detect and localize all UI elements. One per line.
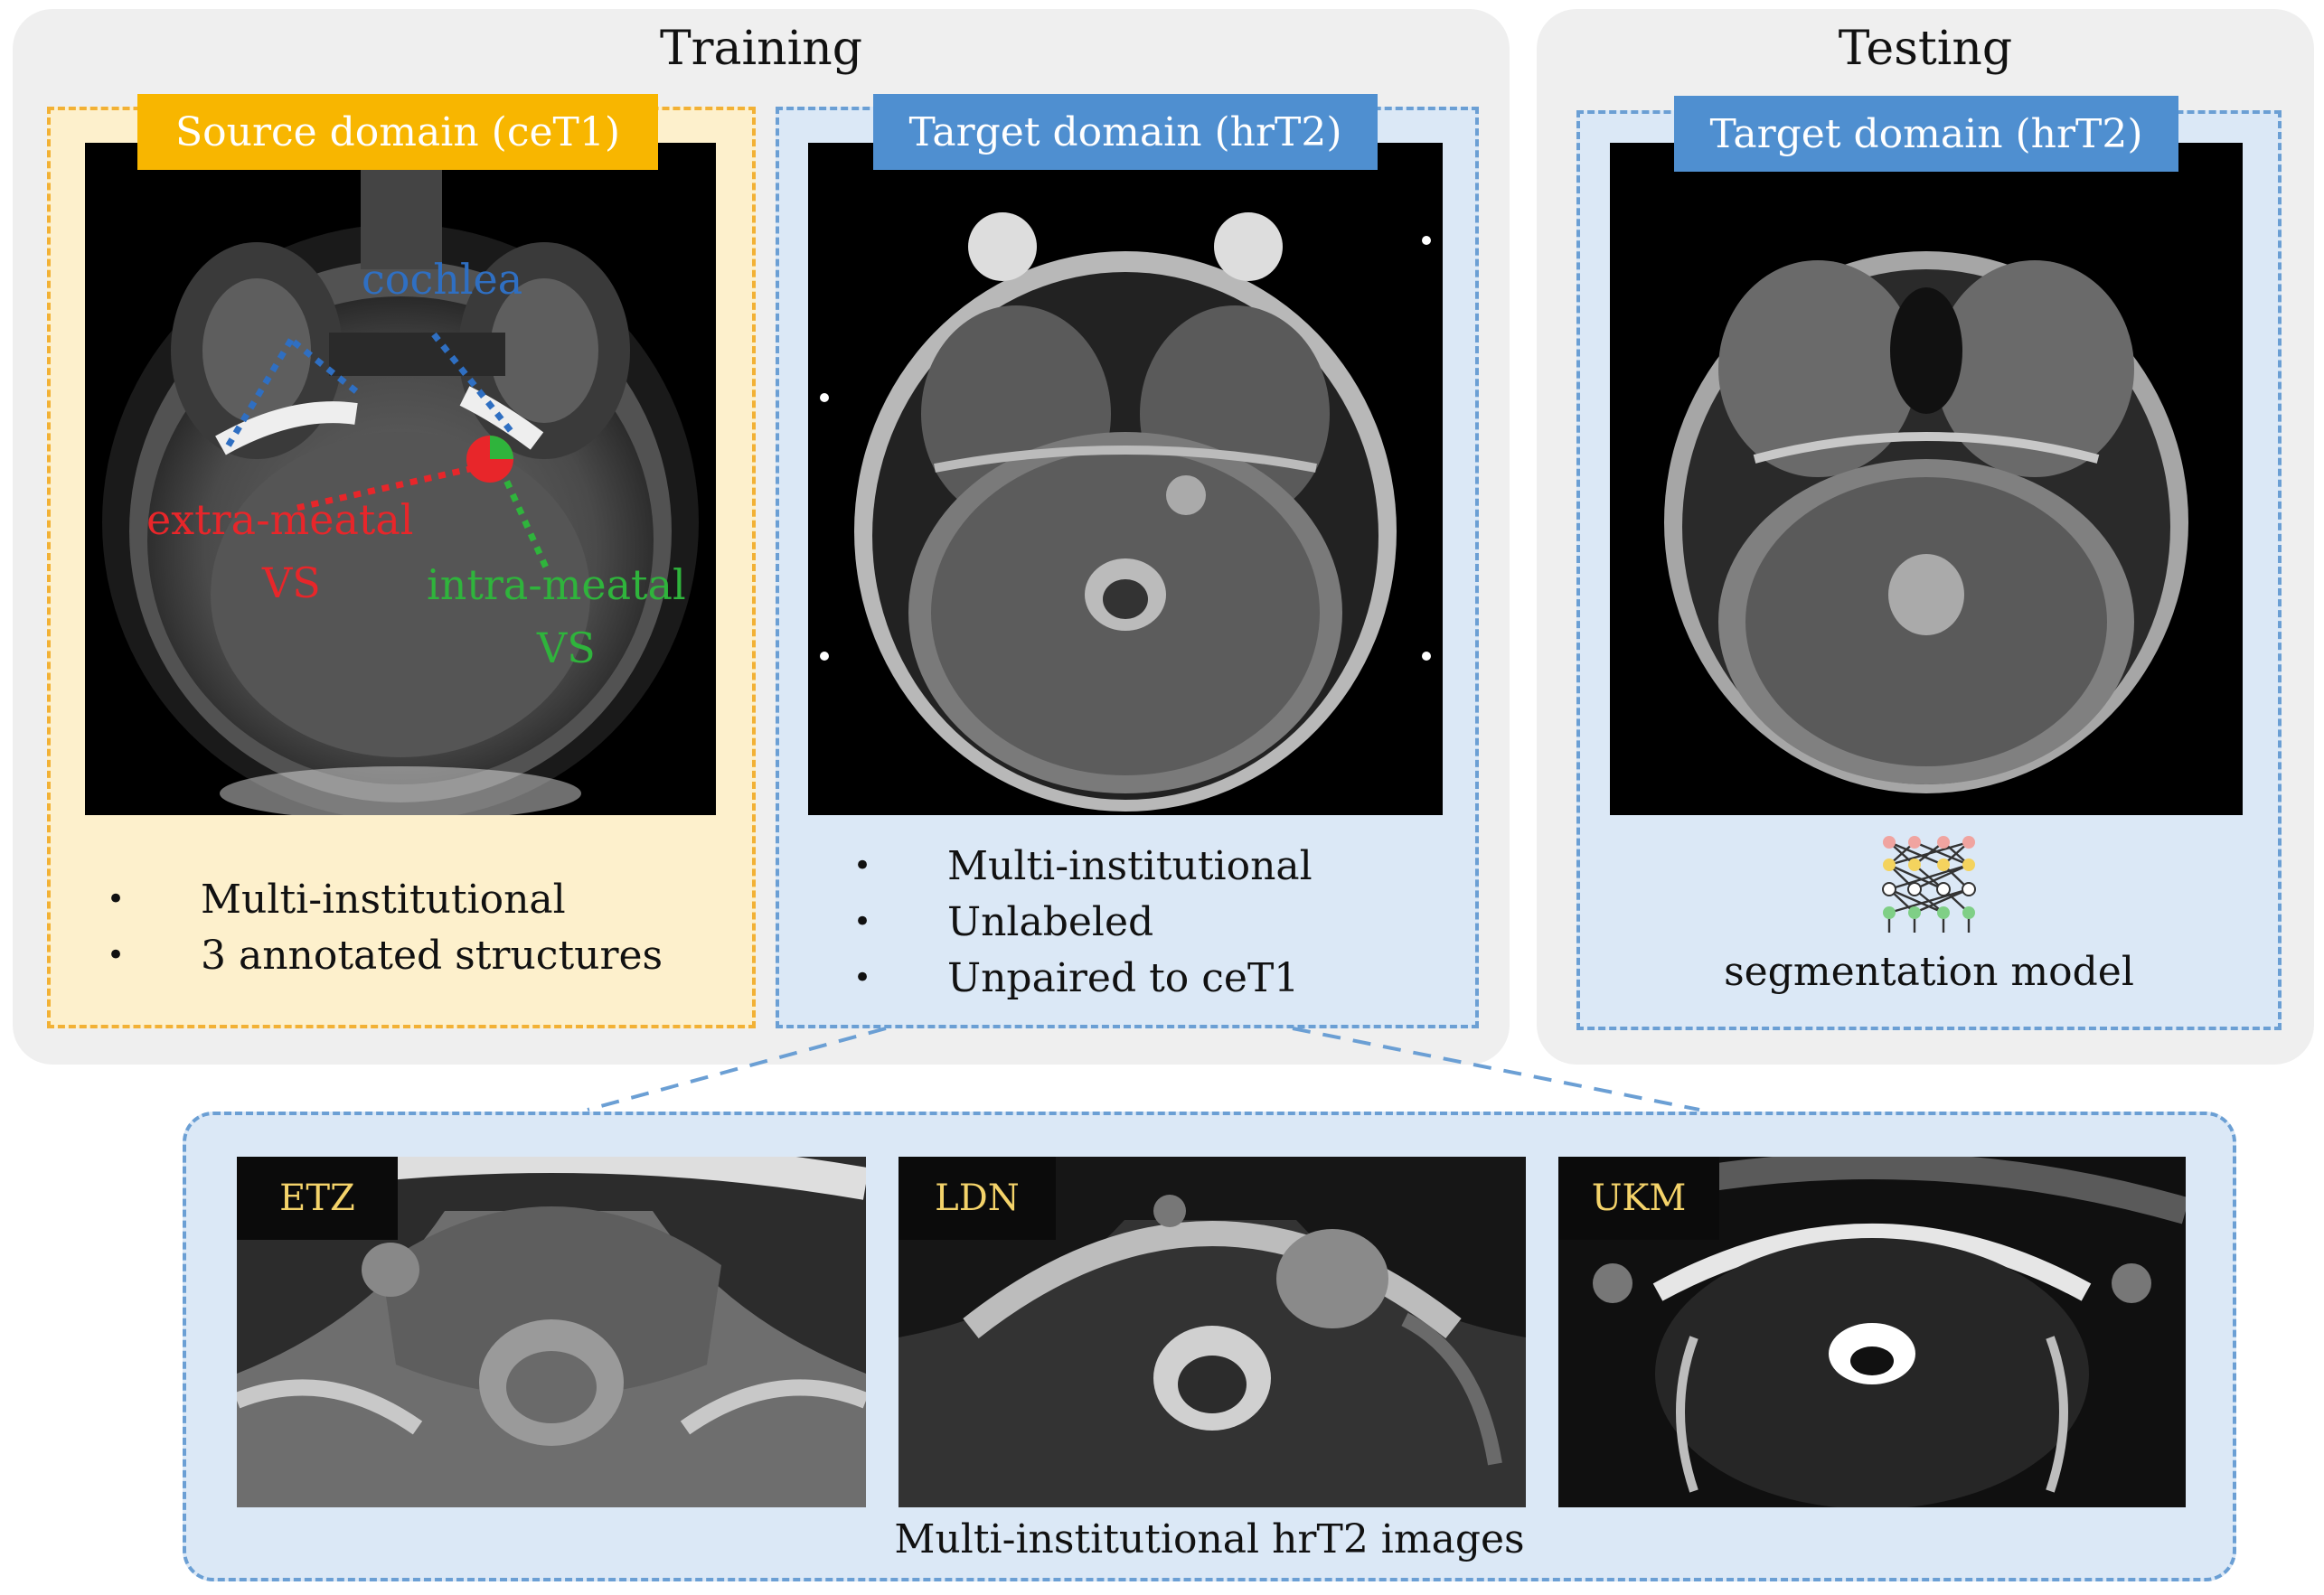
target-test-label: Target domain (hrT2)	[1674, 96, 2178, 172]
source-domain-label: Source domain (ceT1)	[137, 94, 658, 170]
extra-meatal-vs-annotation: VS	[262, 558, 321, 607]
institutions-caption: Multi-institutional hrT2 images	[894, 1516, 1525, 1562]
institution-tag-ldn: LDN	[899, 1157, 1056, 1240]
etz-scan	[237, 1157, 866, 1507]
source-mri-image	[85, 143, 716, 815]
target-train-mri-image	[808, 143, 1443, 815]
cochlea-annotation: cochlea	[362, 255, 523, 304]
bullet-item: •Multi-institutional	[852, 842, 1313, 889]
neural-network-icon	[1869, 824, 1989, 943]
bullet-item: •Unpaired to ceT1	[852, 954, 1300, 1001]
bullet-item: •Unlabeled	[852, 898, 1154, 945]
intra-meatal-annotation: intra-meatal	[427, 560, 686, 609]
target-train-label: Target domain (hrT2)	[873, 94, 1378, 170]
bullet-item: •3 annotated structures	[106, 932, 663, 979]
bullet-item: •Multi-institutional	[106, 876, 566, 923]
segmentation-model-label: segmentation model	[1724, 949, 2134, 995]
ct1-scan	[102, 143, 699, 815]
institution-tag-ukm: UKM	[1558, 1157, 1719, 1240]
training-title: Training	[659, 22, 863, 76]
t2-test-scan	[1664, 143, 2188, 793]
target-train-bullets: •Multi-institutional •Unlabeled •Unpaire…	[823, 838, 1455, 1006]
source-bullets: •Multi-institutional •3 annotated struct…	[76, 871, 727, 983]
institution-tag-etz: ETZ	[237, 1157, 398, 1240]
target-test-mri-image	[1610, 143, 2243, 815]
intra-meatal-vs-annotation: VS	[537, 624, 596, 672]
ldn-scan	[899, 1157, 1526, 1507]
extra-meatal-annotation: extra-meatal	[146, 495, 414, 544]
testing-title: Testing	[1838, 22, 2013, 76]
t2-scan	[820, 143, 1431, 812]
